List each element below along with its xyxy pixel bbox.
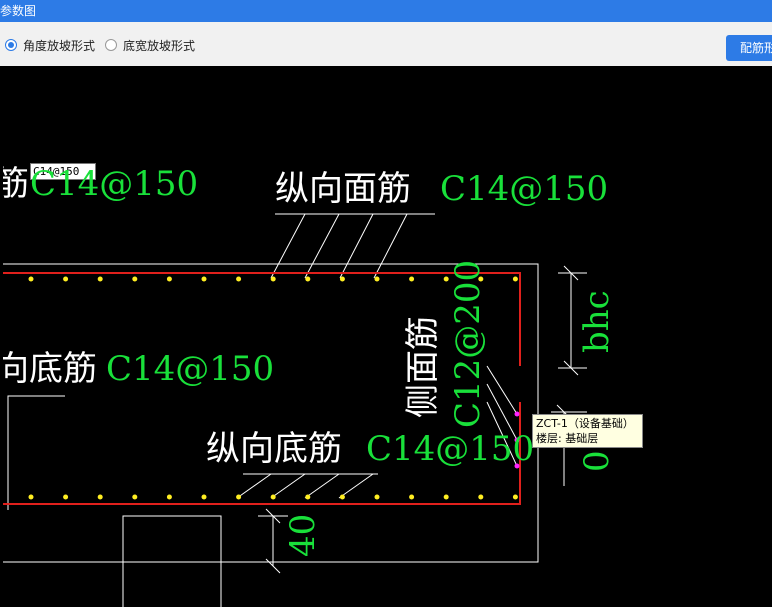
rebar-dot: [305, 494, 311, 500]
rebar-dot: [339, 494, 345, 500]
side-rebar-value: C12@200: [448, 259, 488, 428]
bottom-rebar-dots: [28, 494, 518, 500]
rebar-dot: [409, 276, 415, 282]
radio-angle-slope[interactable]: 角度放坡形式: [5, 38, 96, 53]
radio-unselected-icon[interactable]: [105, 39, 117, 51]
left-bottom-rebar-value: C14@150: [106, 349, 275, 389]
rebar-dot: [478, 276, 484, 282]
rebar-dot: [132, 494, 138, 500]
rebar-dot: [514, 463, 520, 469]
radio-width-label: 底宽放坡形式: [123, 38, 196, 53]
radio-angle-label: 角度放坡形式: [23, 38, 96, 53]
rebar-dot: [512, 494, 518, 500]
column-outline: [122, 515, 222, 607]
dim-tick: [563, 265, 579, 281]
leader-top-line: [373, 213, 408, 279]
rebar-dot: [270, 494, 276, 500]
rebar-dot: [63, 276, 69, 282]
radio-width-slope[interactable]: 底宽放坡形式: [105, 38, 196, 53]
rebar-form-button[interactable]: 配筋形: [726, 35, 772, 61]
rebar-dot: [514, 437, 520, 443]
radio-selected-icon[interactable]: [5, 39, 17, 51]
leader-bottom-line: [270, 473, 306, 499]
rebar-dot: [28, 276, 34, 282]
rebar-dot: [512, 276, 518, 282]
leader-top-line: [304, 213, 340, 279]
leader-left-bottom: [7, 395, 65, 510]
bottom-rebar: [3, 402, 521, 505]
rebar-dot: [478, 494, 484, 500]
dim-tick: [563, 360, 579, 376]
side-rebar-dots: [514, 411, 520, 469]
dim-bhc-label: bhc: [577, 290, 617, 353]
side-rebar-label: 侧面筋: [403, 316, 443, 418]
drawing-canvas[interactable]: C14@150 筋 C14@150 纵向面筋 C14@150 向底筋 C14@1…: [3, 66, 772, 607]
top-rebar: [3, 272, 521, 366]
rebar-dot: [201, 494, 207, 500]
value-edit-box[interactable]: C14@150: [30, 163, 96, 180]
leader-top-line: [339, 213, 374, 279]
left-bottom-rebar-label: 向底筋: [3, 349, 97, 389]
foundation-drawing: [3, 213, 587, 607]
rebar-dot: [443, 494, 449, 500]
rebar-dot: [270, 276, 276, 282]
leader-bottom-line: [304, 473, 340, 499]
rebar-dot: [166, 494, 172, 500]
rebar-dot: [132, 276, 138, 282]
title-bar: 参数图: [0, 0, 772, 22]
dim-tick: [265, 558, 281, 574]
leader-side-line: [486, 401, 518, 467]
rebar-dot: [514, 411, 520, 417]
rebar-dot: [305, 276, 311, 282]
rebar-dot: [339, 276, 345, 282]
rebar-dot: [236, 494, 242, 500]
rebar-dot: [166, 276, 172, 282]
top-left-rebar-label: 筋: [3, 164, 29, 204]
rebar-dot: [374, 276, 380, 282]
rebar-dot: [97, 276, 103, 282]
rebar-dot: [97, 494, 103, 500]
rebar-dot: [374, 494, 380, 500]
toolbar: 角度放坡形式 底宽放坡形式 配筋形: [0, 22, 772, 66]
leader-bottom-line: [236, 473, 272, 499]
tooltip-line-1: ZCT-1（设备基础）: [536, 417, 634, 430]
leader-side-line: [486, 365, 518, 415]
rebar-dot: [28, 494, 34, 500]
top-rebar-dots: [28, 276, 518, 282]
window-title: 参数图: [0, 4, 37, 18]
element-tooltip: ZCT-1（设备基础） 楼层: 基础层: [532, 414, 643, 448]
rebar-dot: [443, 276, 449, 282]
rebar-dot: [409, 494, 415, 500]
rebar-dot: [201, 276, 207, 282]
dim-tick: [265, 508, 281, 524]
outline-top-right: [3, 263, 539, 563]
top-rebar-value: C14@150: [440, 169, 609, 209]
leader-top-line: [270, 213, 306, 279]
rebar-dot: [236, 276, 242, 282]
bottom-rebar-value: C14@150: [366, 429, 535, 469]
leader-bottom-line: [338, 473, 374, 499]
bottom-rebar-label: 纵向底筋: [206, 429, 342, 469]
dim-zero-label: 0: [577, 450, 617, 472]
tooltip-line-2: 楼层: 基础层: [536, 432, 599, 445]
rebar-dot: [63, 494, 69, 500]
top-rebar-label: 纵向面筋: [275, 169, 411, 209]
dim-40-label: 40: [283, 513, 323, 557]
top-left-rebar-value: C14@150: [30, 164, 199, 204]
leader-side-line: [486, 383, 518, 441]
